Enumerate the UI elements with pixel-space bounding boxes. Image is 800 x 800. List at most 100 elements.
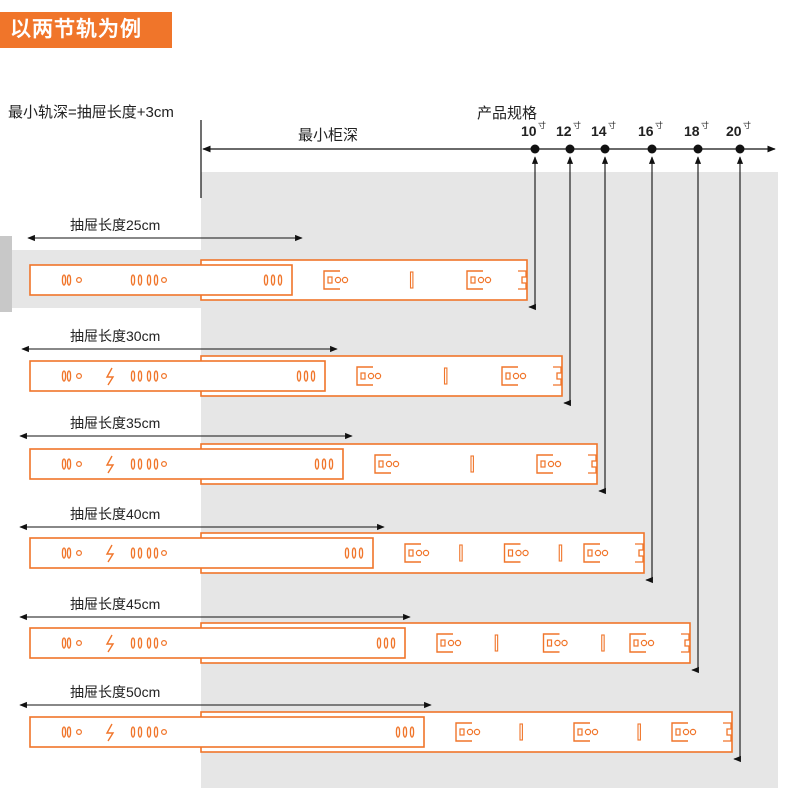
inner-rail	[29, 264, 293, 296]
drawer-length-label: 抽屉长度30cm	[70, 328, 160, 344]
rail-hole	[515, 549, 522, 557]
rail-hole	[75, 549, 82, 556]
rail-bracket	[404, 543, 421, 563]
formula-label: 最小轨深=抽屉长度+3cm	[8, 104, 174, 121]
rail-slot	[137, 370, 143, 382]
rail-bracket	[455, 722, 472, 742]
rail-slot	[459, 544, 463, 562]
spec-size-label: 18	[684, 123, 700, 139]
inner-rail	[29, 448, 344, 480]
rail-slot	[321, 458, 327, 470]
rail-end-notch	[553, 366, 562, 386]
rail-bracket	[374, 454, 391, 474]
rail-slot	[296, 370, 302, 382]
drawer-length-label: 抽屉长度25cm	[70, 217, 160, 233]
rail-hole	[75, 728, 82, 735]
rail-hole	[422, 549, 430, 557]
spec-dot	[600, 144, 610, 154]
rail-hole	[374, 372, 382, 380]
rail-slot	[61, 726, 67, 738]
spec-unit-label: 寸	[701, 120, 709, 130]
rail-bracket	[542, 633, 560, 653]
rail-hole	[334, 276, 342, 284]
rail-slot	[351, 547, 357, 559]
rail-hole	[415, 549, 423, 557]
rail-hole	[408, 549, 414, 557]
drawer-length-label: 抽屉长度50cm	[70, 684, 160, 700]
rail-hole	[640, 639, 648, 647]
rail-slot	[494, 634, 499, 652]
spec-size-label: 10	[521, 123, 537, 139]
rail-hole	[647, 639, 655, 647]
rail-slot	[130, 370, 136, 382]
rail-bracket	[436, 633, 453, 653]
spec-dot	[693, 144, 703, 154]
rail-hole	[378, 460, 384, 468]
rail-hole	[75, 461, 82, 468]
rail-end-notch	[518, 270, 527, 290]
rail-slot	[328, 458, 334, 470]
rail-slot	[277, 274, 283, 286]
rail-slot	[61, 637, 67, 649]
rail-hole	[473, 728, 481, 736]
rail-hole	[360, 372, 366, 380]
rail-slot	[146, 274, 152, 286]
rail-slot	[310, 370, 316, 382]
lightning-icon	[105, 544, 115, 563]
rail-hole	[327, 276, 333, 284]
drawer-length-label: 抽屉长度45cm	[70, 596, 160, 612]
spec-unit-label: 寸	[538, 120, 546, 130]
rail-slot	[637, 723, 641, 741]
rail-hole	[547, 460, 555, 468]
rail-slot	[402, 726, 408, 738]
spec-dot	[530, 144, 540, 154]
spec-unit-label: 寸	[573, 120, 581, 130]
rail-slot	[146, 637, 152, 649]
rail-slot	[66, 637, 72, 649]
lightning-icon	[105, 367, 115, 386]
rail-row: 抽屉长度25cm	[27, 156, 539, 311]
rail-hole	[682, 728, 690, 736]
rail-slot	[61, 274, 67, 286]
rail-slot	[130, 547, 136, 559]
rail-hole	[341, 276, 349, 284]
rail-hole	[161, 461, 168, 468]
spec-size-label: 16	[638, 123, 654, 139]
rail-hole	[577, 728, 583, 736]
rail-slot	[130, 726, 136, 738]
rail-slot	[443, 367, 448, 385]
spec-size-label: 12	[556, 123, 572, 139]
rail-slot	[519, 723, 523, 741]
rail-bracket	[356, 366, 373, 386]
spec-unit-label: 寸	[608, 120, 616, 130]
rail-hole	[75, 277, 82, 284]
rail-row: 抽屉长度30cm	[21, 156, 574, 407]
rail-hole	[484, 276, 492, 284]
rail-slot	[137, 274, 143, 286]
rail-slot	[314, 458, 320, 470]
rail-slot	[395, 726, 401, 738]
rail-bracket	[583, 543, 600, 563]
spec-dot	[735, 144, 745, 154]
spec-size-label: 14	[591, 123, 607, 139]
rail-hole	[161, 728, 168, 735]
rail-slot	[66, 726, 72, 738]
rail-hole	[519, 372, 527, 380]
rail-slot	[137, 726, 143, 738]
spec-label: 产品规格	[477, 105, 537, 122]
rail-slot	[153, 458, 159, 470]
rail-hole	[512, 372, 520, 380]
rail-slot	[61, 458, 67, 470]
rail-hole	[505, 372, 511, 380]
rail-slot	[344, 547, 350, 559]
rail-hole	[522, 549, 529, 557]
rail-hole	[689, 728, 697, 736]
rail-hole	[447, 639, 455, 647]
rail-hole	[477, 276, 485, 284]
rail-hole	[601, 549, 609, 557]
rail-slot	[153, 726, 159, 738]
cabinet-side-panel	[0, 236, 12, 312]
lightning-icon	[105, 723, 115, 742]
rail-hole	[633, 639, 639, 647]
